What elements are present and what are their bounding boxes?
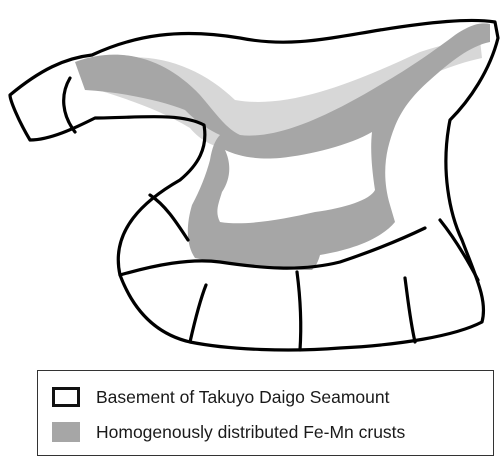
legend-item-basement: Basement of Takuyo Daigo Seamount <box>52 385 389 409</box>
legend-label-crust: Homogenously distributed Fe-Mn crusts <box>96 422 405 443</box>
legend-item-crust: Homogenously distributed Fe-Mn crusts <box>52 420 405 444</box>
basement-swatch <box>52 387 80 407</box>
crust-swatch <box>52 422 80 442</box>
legend-label-basement: Basement of Takuyo Daigo Seamount <box>96 387 389 408</box>
legend: Basement of Takuyo Daigo Seamount Homoge… <box>37 370 494 456</box>
